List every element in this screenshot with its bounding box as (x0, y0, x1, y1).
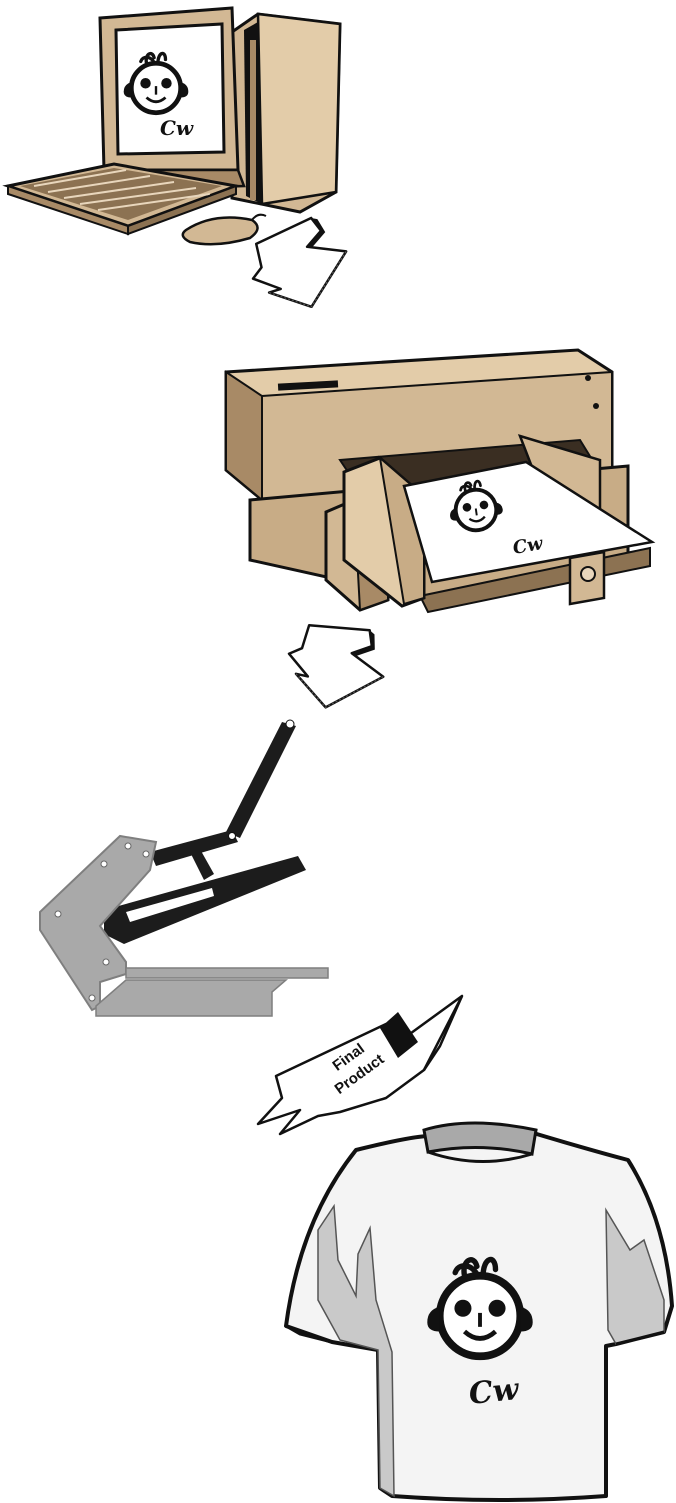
computer-icon: Cw (8, 8, 340, 244)
arrow-3: Final Product (258, 996, 462, 1134)
shirt-logo-mark: Cw (467, 1372, 521, 1412)
arrow-2 (276, 606, 398, 724)
t-shirt-icon: Cw (286, 1123, 672, 1500)
arrow-1 (246, 214, 353, 315)
monitor-logo-mark: Cw (160, 116, 194, 140)
heat-press-icon (40, 720, 328, 1016)
printer-icon: Cw (226, 350, 652, 612)
